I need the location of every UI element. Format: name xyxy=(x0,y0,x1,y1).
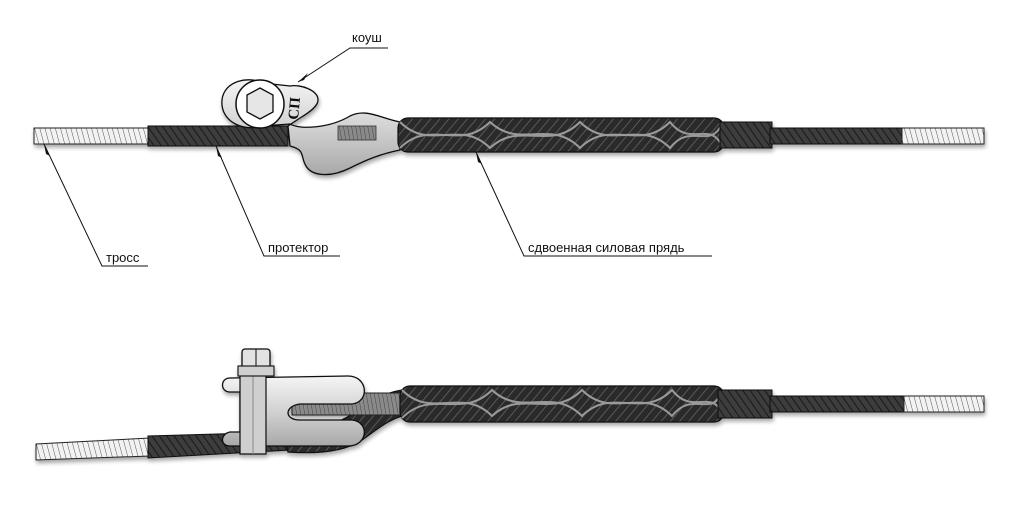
double-strand-top xyxy=(397,117,725,153)
label-cable: тросс xyxy=(106,250,140,265)
thimble-eye-icon: СП xyxy=(221,79,401,176)
protector-tail-top xyxy=(719,121,773,149)
protector-top xyxy=(147,125,289,147)
leader-thimble xyxy=(297,47,388,83)
cable-end-left-top xyxy=(33,127,151,145)
label-double-strand: сдвоенная силовая прядь xyxy=(528,240,685,255)
double-strand-bottom xyxy=(399,385,725,423)
label-thimble: коуш xyxy=(352,30,382,45)
label-protector: протектор xyxy=(268,240,328,255)
protector-tail-bottom xyxy=(717,389,773,419)
bottom-assembly xyxy=(35,348,985,461)
cable-end-right-top xyxy=(901,127,985,145)
callouts xyxy=(43,47,712,267)
leader-protector xyxy=(215,145,340,257)
hex-nut-icon xyxy=(237,348,275,377)
cable-end-right-bottom xyxy=(903,395,985,413)
leader-double-strand xyxy=(475,151,712,257)
thimble-marking: СП xyxy=(286,96,304,120)
top-assembly: СП xyxy=(33,79,985,176)
cable-body-right-bottom xyxy=(769,395,907,413)
cable-body-right-top xyxy=(769,127,905,145)
cable-end-left-bottom xyxy=(35,437,151,461)
leader-cable xyxy=(43,143,148,267)
shackle-bolt-icon xyxy=(221,371,365,455)
